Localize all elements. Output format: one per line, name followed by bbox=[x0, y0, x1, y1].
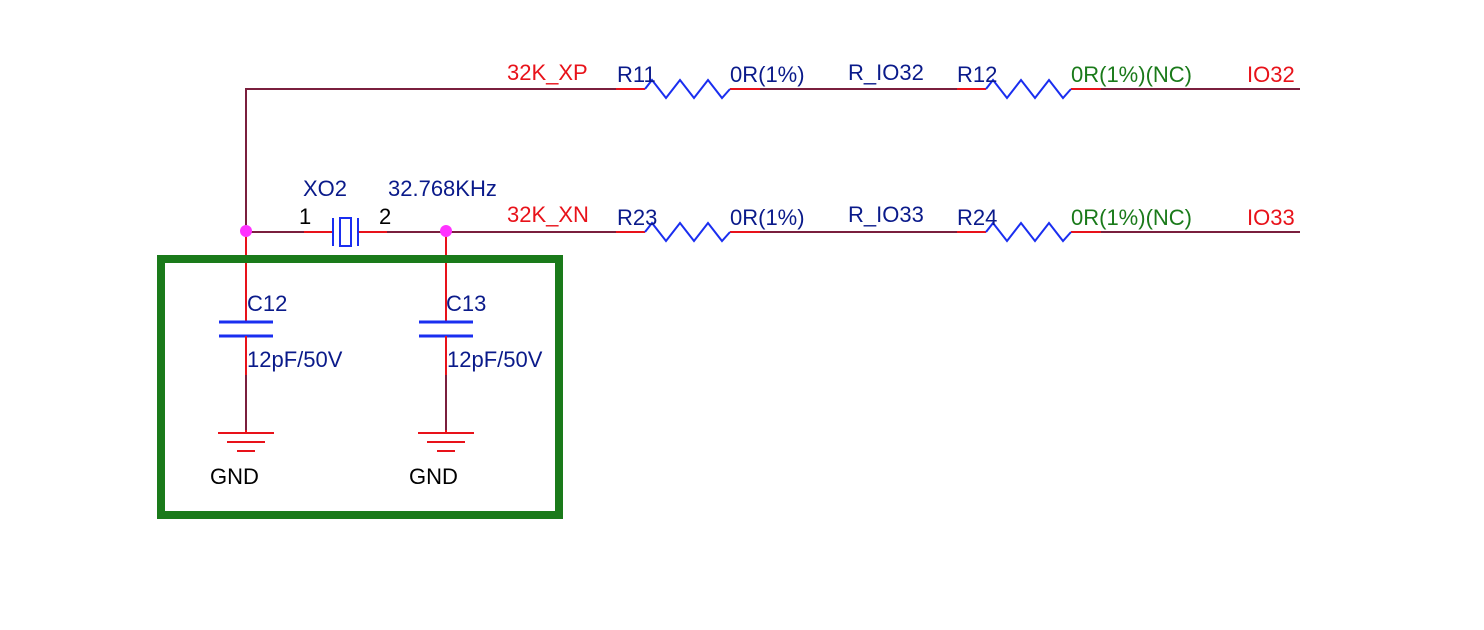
c12-designator: C12 bbox=[247, 291, 287, 316]
resistor-r12-symbol bbox=[985, 78, 1072, 100]
resistor-r11-symbol bbox=[644, 78, 731, 100]
net-label-r-io33: R_IO33 bbox=[848, 202, 924, 227]
gnd-right-label: GND bbox=[409, 464, 458, 489]
xo2-value: 32.768KHz bbox=[388, 176, 497, 201]
r12-designator: R12 bbox=[957, 62, 997, 87]
r11-designator: R11 bbox=[617, 62, 656, 87]
xo2-pin-2-label: 2 bbox=[379, 204, 391, 229]
junction-dot-right bbox=[440, 225, 452, 237]
capacitor-c13-branch bbox=[419, 232, 473, 430]
capacitor-c12-branch bbox=[219, 232, 273, 430]
xo2-pin-1-label: 1 bbox=[299, 204, 311, 229]
ground-right-symbol bbox=[418, 430, 474, 452]
net-label-r-io32: R_IO32 bbox=[848, 60, 924, 85]
c13-designator: C13 bbox=[446, 291, 486, 316]
r11-value: 0R(1%) bbox=[730, 62, 805, 87]
r24-value: 0R(1%)(NC) bbox=[1071, 205, 1192, 230]
gnd-left-label: GND bbox=[210, 464, 259, 489]
net-32k-xp-wiring bbox=[245, 88, 1300, 230]
ground-left-symbol bbox=[218, 430, 274, 452]
xo2-designator: XO2 bbox=[303, 176, 347, 201]
net-label-io32: IO32 bbox=[1247, 62, 1295, 87]
c13-value: 12pF/50V bbox=[447, 347, 543, 372]
load-capacitor-highlight-box bbox=[157, 255, 563, 519]
net-label-32k-xp: 32K_XP bbox=[507, 60, 588, 85]
r23-value: 0R(1%) bbox=[730, 205, 805, 230]
r23-designator: R23 bbox=[617, 205, 657, 230]
net-label-32k-xn: 32K_XN bbox=[507, 202, 589, 227]
c12-value: 12pF/50V bbox=[247, 347, 343, 372]
net-label-io33: IO33 bbox=[1247, 205, 1295, 230]
junction-dot-left bbox=[240, 225, 252, 237]
resistor-r24-symbol bbox=[985, 221, 1072, 243]
resistor-r23-symbol bbox=[644, 221, 731, 243]
r24-designator: R24 bbox=[957, 205, 997, 230]
r12-value: 0R(1%)(NC) bbox=[1071, 62, 1192, 87]
crystal-xo2-symbol bbox=[332, 217, 359, 247]
